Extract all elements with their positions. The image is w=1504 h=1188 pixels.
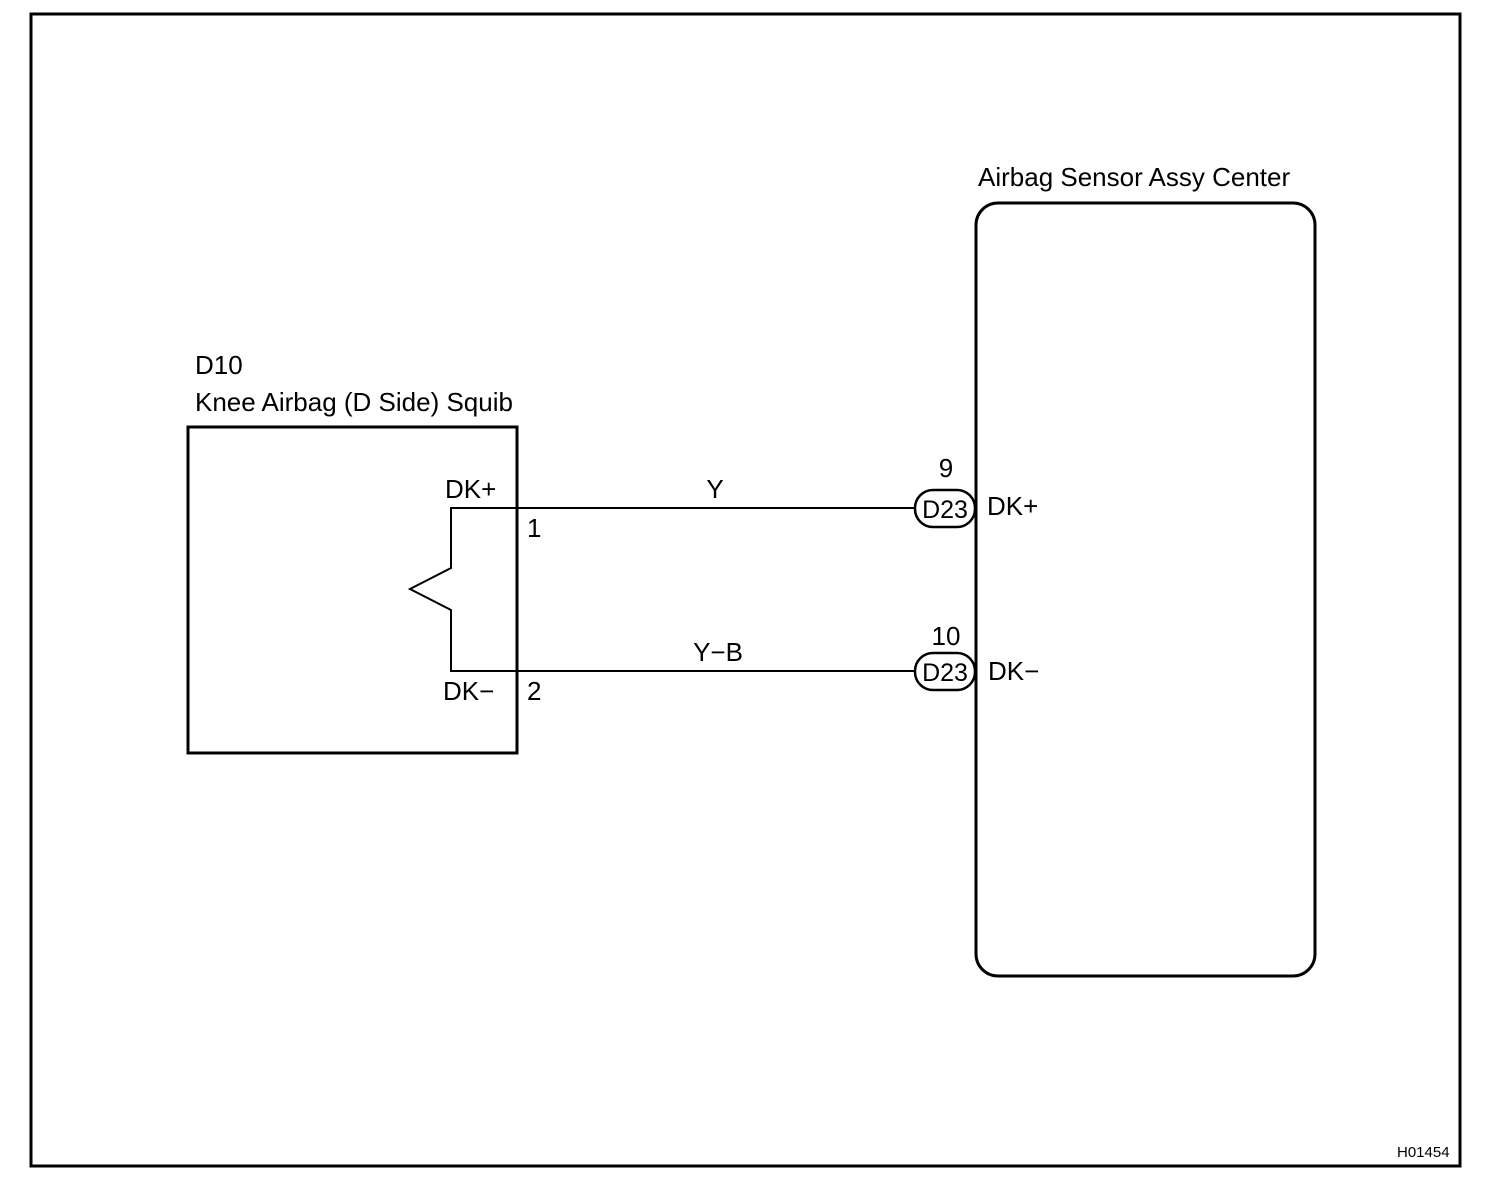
figure-code: H01454: [1397, 1144, 1450, 1161]
sensor-box: [974, 201, 1317, 978]
sensor-pin-9: 9: [939, 453, 953, 483]
wire-color-label-y: Y: [706, 474, 723, 504]
squib-terminal-dk-minus-label: DK−: [443, 676, 494, 706]
squib-terminal-dk-plus-label: DK+: [445, 474, 496, 504]
connector-code-d23-pin10: D23: [922, 659, 968, 687]
squib-box: [186, 425, 519, 755]
sensor-name: Airbag Sensor Assy Center: [978, 162, 1290, 192]
sensor-terminal-dk-plus-label: DK+: [987, 491, 1038, 521]
connector-code-d23-pin9: D23: [922, 496, 968, 524]
squib-pin-2: 2: [527, 676, 541, 706]
sensor-terminal-dk-minus-label: DK−: [988, 656, 1039, 686]
squib-name: Knee Airbag (D Side) Squib: [195, 387, 513, 417]
squib-element-symbol: [407, 507, 516, 672]
sensor-component: Airbag Sensor Assy Center 9 D23 DK+ 10 D…: [913, 162, 1317, 978]
wires: Y Y−B: [516, 474, 916, 672]
outer-frame: [29, 12, 1462, 1168]
squib-code: D10: [195, 350, 243, 380]
sensor-pin-10: 10: [932, 621, 961, 651]
squib-pin-1: 1: [527, 513, 541, 543]
connector-d23-pin10: [913, 651, 977, 692]
wire-color-label-yb: Y−B: [693, 637, 743, 667]
squib-component: D10 Knee Airbag (D Side) Squib DK+ DK− 1…: [186, 350, 541, 755]
connector-d23-pin9: [913, 488, 977, 529]
